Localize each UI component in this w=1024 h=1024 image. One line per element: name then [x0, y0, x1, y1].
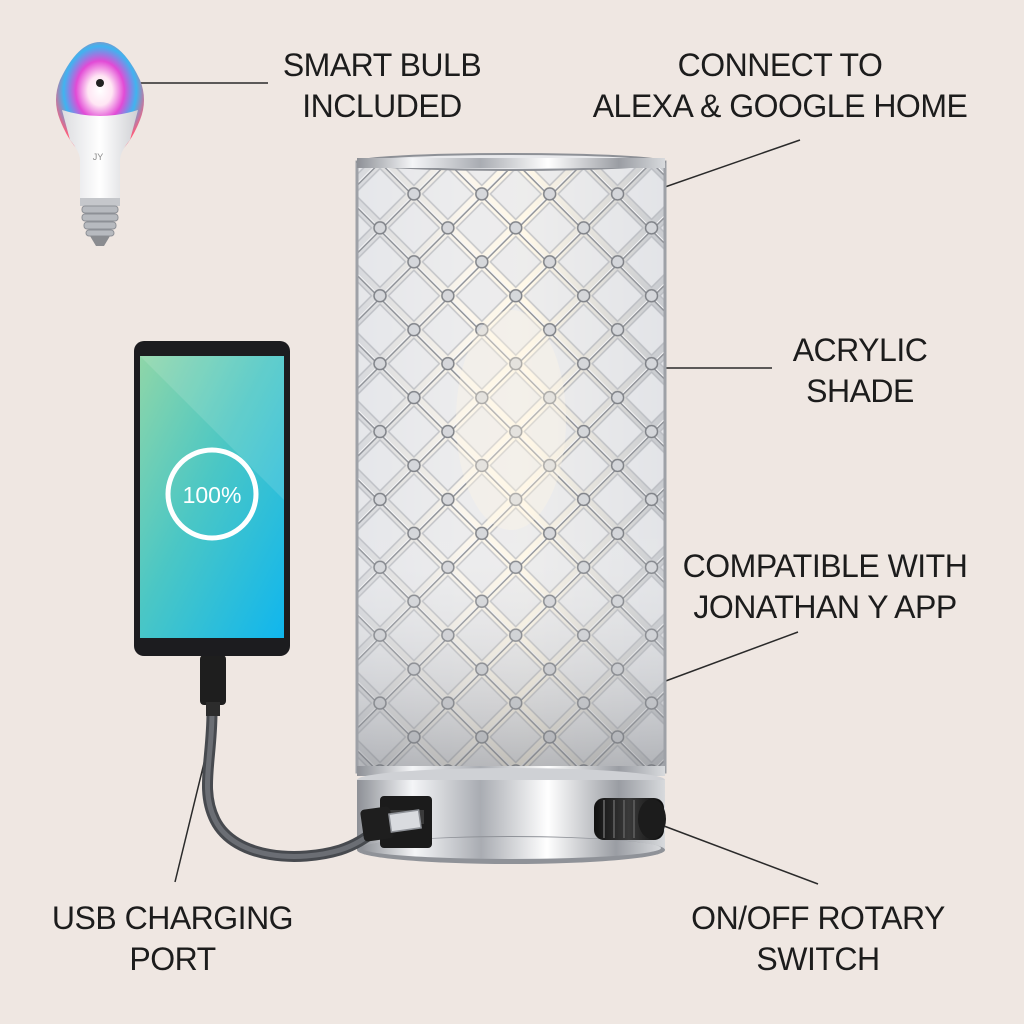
callout-line: SMART BULB	[282, 47, 482, 83]
callout-line: USB CHARGING	[51, 900, 294, 936]
usb-cable	[200, 655, 422, 862]
switch-leader-line	[663, 825, 819, 885]
battery-ring-icon	[165, 447, 259, 541]
callout-rotary-switch: ON/OFF ROTARY SWITCH	[668, 898, 968, 980]
callout-line: PORT	[129, 941, 216, 977]
smartphone-icon	[134, 341, 290, 656]
callout-line: SHADE	[806, 373, 914, 409]
callout-line: CONNECT TO	[677, 47, 883, 83]
callout-line: COMPATIBLE WITH	[682, 548, 968, 584]
smart-bulb-icon	[56, 42, 144, 246]
callout-smart-bulb: SMART BULB INCLUDED	[262, 45, 502, 127]
callout-line: ON/OFF ROTARY	[691, 900, 945, 936]
callout-connect: CONNECT TO ALEXA & GOOGLE HOME	[570, 45, 990, 127]
battery-percentage: 100%	[182, 482, 242, 508]
callout-line: ALEXA & GOOGLE HOME	[592, 88, 968, 124]
callout-line: INCLUDED	[302, 88, 462, 124]
callout-line: ACRYLIC	[792, 332, 928, 368]
callout-acrylic-shade: ACRYLIC SHADE	[760, 330, 960, 412]
callout-line: SWITCH	[756, 941, 880, 977]
callout-usb-port: USB CHARGING PORT	[30, 898, 315, 980]
acrylic-shade	[355, 153, 667, 776]
bulb-brand-mark: JY	[92, 152, 104, 162]
connect-leader-line	[641, 139, 801, 196]
callout-line: JONATHAN Y APP	[693, 589, 957, 625]
rotary-switch-icon	[594, 798, 666, 840]
callout-compatible-app: COMPATIBLE WITH JONATHAN Y APP	[660, 546, 990, 628]
